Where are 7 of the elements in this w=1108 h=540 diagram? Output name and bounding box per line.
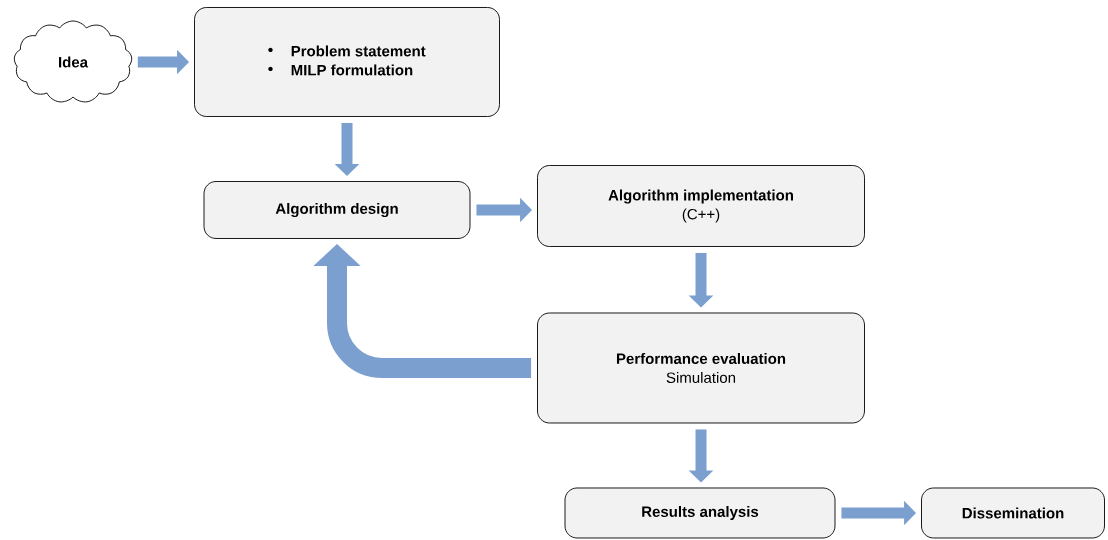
process-box: Performance evaluation Simulation bbox=[537, 312, 865, 424]
process-box: Algorithm design bbox=[203, 181, 471, 239]
idea-cloud: Idea bbox=[13, 20, 133, 103]
process-box: Results analysis bbox=[564, 487, 836, 539]
process-box: Algorithm implementation (C++) bbox=[537, 165, 865, 247]
process-box: Dissemination bbox=[921, 487, 1105, 539]
process-box: Problem statement MILP formulation bbox=[194, 7, 500, 117]
